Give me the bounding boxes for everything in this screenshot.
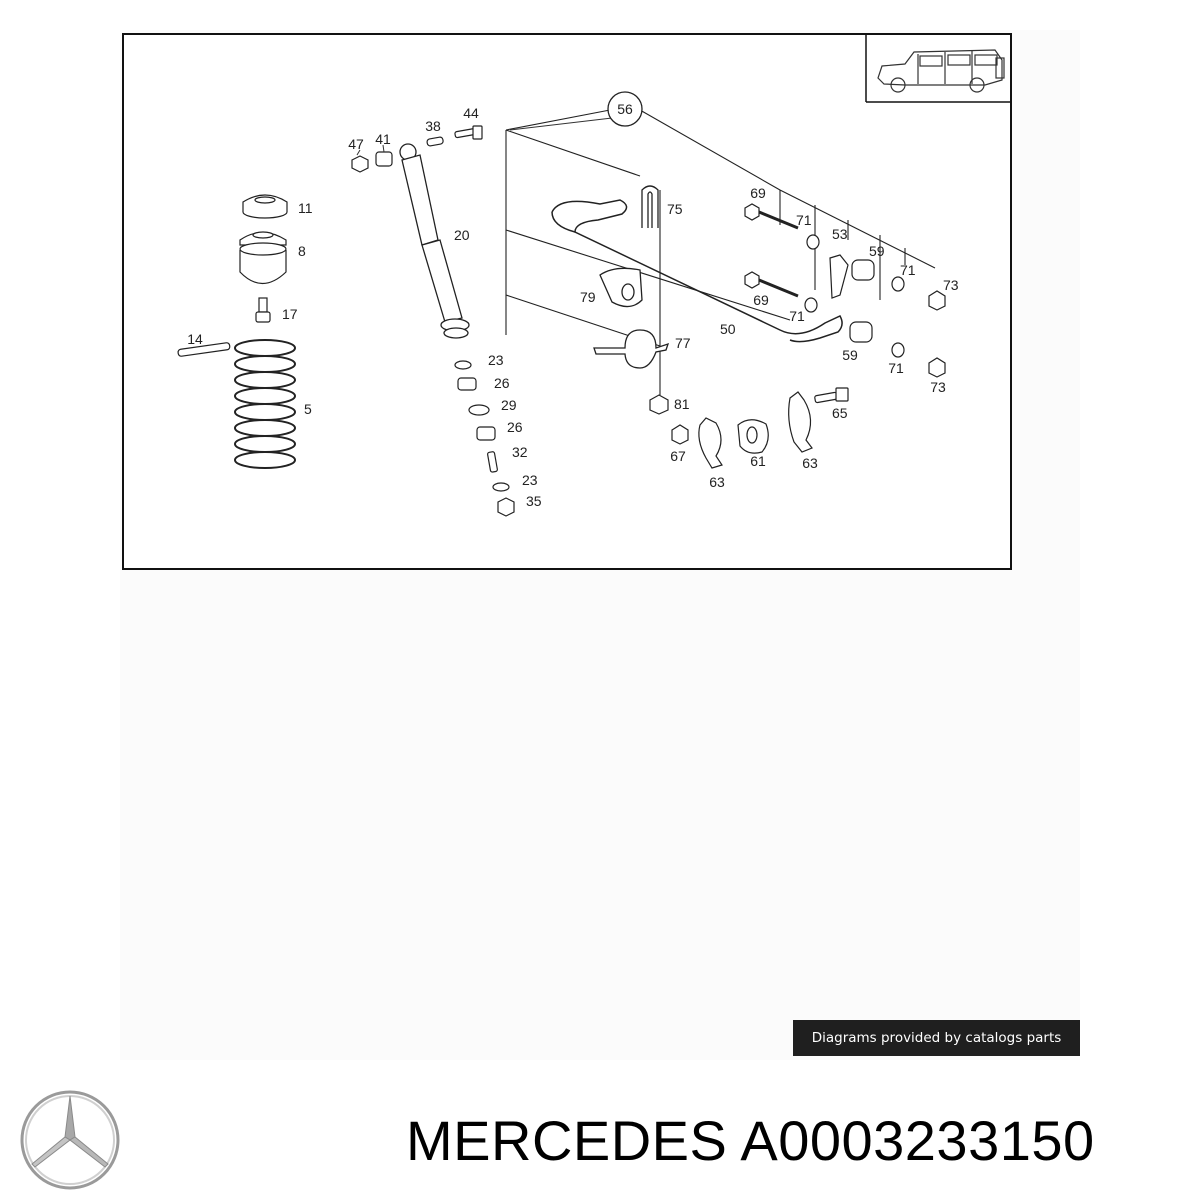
callout-69a: 69 <box>750 185 766 201</box>
callout-79: 79 <box>580 289 596 305</box>
callout-26b: 26 <box>507 419 523 435</box>
callout-71d: 71 <box>888 360 904 376</box>
shock-absorber <box>399 143 470 339</box>
callout-23a: 23 <box>488 352 504 368</box>
callout-63a: 63 <box>709 474 725 490</box>
callout-20: 20 <box>454 227 470 243</box>
callout-71a: 71 <box>796 212 812 228</box>
coil-spring <box>234 339 296 469</box>
anti-roll-bar <box>551 199 843 343</box>
callout-63b: 63 <box>802 455 818 471</box>
callout-35: 35 <box>526 493 542 509</box>
bump-stop-upper <box>242 194 288 219</box>
callout-69b: 69 <box>753 292 769 308</box>
callout-11: 11 <box>298 200 313 216</box>
bolt <box>255 297 271 323</box>
callout-50: 50 <box>720 321 736 337</box>
callout-65: 65 <box>832 405 848 421</box>
callout-41: 41 <box>375 131 391 147</box>
brand-name: MERCEDES <box>406 1109 728 1172</box>
callout-26a: 26 <box>494 375 510 391</box>
parts-diagram: 56 47 41 38 44 11 8 17 14 5 20 23 26 29 … <box>177 35 1011 517</box>
callout-17: 17 <box>282 306 298 322</box>
lower-mount-stack <box>454 360 515 517</box>
pin <box>177 342 231 357</box>
callout-circle <box>607 91 643 127</box>
callout-44: 44 <box>463 105 479 121</box>
callout-56: 56 <box>617 101 633 117</box>
callout-5: 5 <box>304 401 312 417</box>
callout-67: 67 <box>670 448 686 464</box>
vehicle-thumbnail <box>865 35 1011 103</box>
nut <box>649 394 669 415</box>
callout-32: 32 <box>512 444 528 460</box>
parts-diagram-frame <box>122 33 1012 570</box>
bar-clamp <box>593 329 670 369</box>
suv-icon <box>877 49 1005 93</box>
bump-stop-lower <box>239 231 287 285</box>
callout-53: 53 <box>832 226 848 242</box>
callout-59b: 59 <box>842 347 858 363</box>
callout-75: 75 <box>667 201 683 217</box>
callout-47: 47 <box>348 136 364 152</box>
link-bolts <box>744 203 946 378</box>
mercedes-star-icon <box>20 1090 120 1190</box>
callout-8: 8 <box>298 243 306 259</box>
callout-61: 61 <box>750 453 766 469</box>
callout-73a: 73 <box>943 277 959 293</box>
callout-59a: 59 <box>869 243 885 259</box>
bar-mount-hardware <box>671 387 849 469</box>
callout-71b: 71 <box>900 262 916 278</box>
callout-73b: 73 <box>930 379 946 395</box>
assembly-box-outline <box>505 109 936 395</box>
part-title: MERCEDES A0003233150 <box>406 1108 1095 1173</box>
u-bolt <box>641 185 659 228</box>
callout-71c: 71 <box>789 308 805 324</box>
bar-bushing <box>599 267 643 308</box>
callout-38: 38 <box>425 118 441 134</box>
callout-14: 14 <box>187 331 203 347</box>
callout-labels: 56 47 41 38 44 11 8 17 14 5 20 23 26 29 … <box>187 101 959 509</box>
part-number: A0003233150 <box>740 1109 1095 1172</box>
callout-77: 77 <box>675 335 691 351</box>
leader-lines <box>356 117 613 156</box>
callout-29: 29 <box>501 397 517 413</box>
callout-23b: 23 <box>522 472 538 488</box>
callout-81: 81 <box>674 396 690 412</box>
credit-badge: Diagrams provided by catalogs parts <box>793 1020 1080 1056</box>
